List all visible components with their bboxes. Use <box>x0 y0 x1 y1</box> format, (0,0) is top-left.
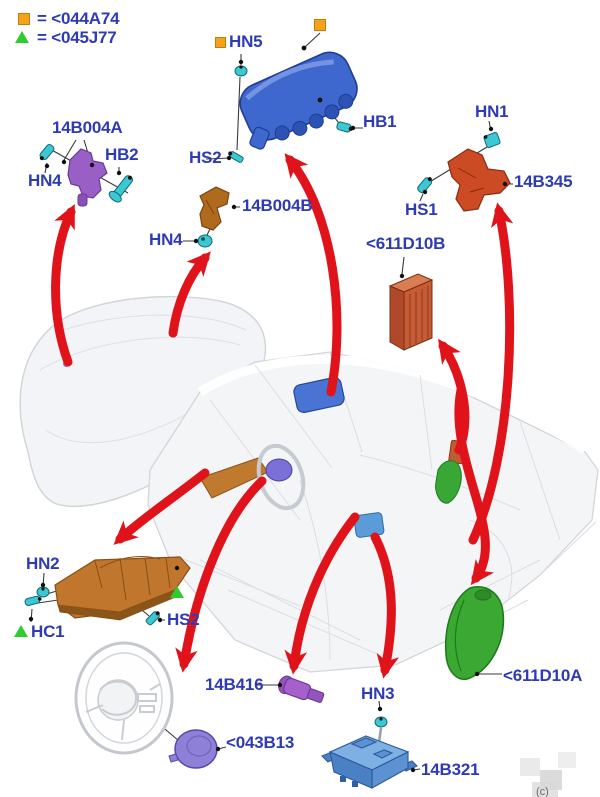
arrow-to-14b345 <box>468 202 515 545</box>
part-14b321 <box>321 735 418 789</box>
hc1-triangle-icon <box>14 625 28 637</box>
arrow-to-611d10a <box>454 385 495 586</box>
watermark-blur <box>558 752 576 768</box>
watermark-blur <box>520 758 540 776</box>
fasteners <box>24 65 501 728</box>
watermark-blur <box>532 782 558 797</box>
callout-611d10a: <611D10A <box>503 666 583 685</box>
steering-wheel-part <box>74 641 174 755</box>
callout-hn1: HN1 <box>475 102 509 121</box>
hn5-square-icon <box>215 37 226 48</box>
arrow-to-14b416 <box>284 512 360 675</box>
installed-driver-airbag <box>265 458 293 482</box>
callout-hn4-mid: HN4 <box>149 230 183 249</box>
hn5-nut-icon <box>234 65 248 77</box>
part-14b004b <box>199 186 230 231</box>
hs1-bolt-icon <box>417 177 433 194</box>
part-043b13 <box>168 729 218 769</box>
passenger-airbag-part <box>239 51 358 141</box>
arrow-to-passenger-airbag <box>284 153 342 397</box>
arrow-to-steering-wheel <box>175 476 267 673</box>
callout-hs2-bottom: HS2 <box>167 610 200 629</box>
hc1-bolt-icon <box>24 595 42 607</box>
hn3-nut-icon <box>374 716 388 728</box>
hn4-left-bolt-icon <box>39 144 55 161</box>
arrow-to-14b004a <box>51 204 76 367</box>
leader-dots <box>28 45 508 773</box>
green-triangle-icon <box>15 31 29 43</box>
callout-hb1: HB1 <box>363 112 397 131</box>
legend-green-label: = <045J77 <box>37 28 117 47</box>
callout-14b345: 14B345 <box>514 172 573 191</box>
callout-hn2: HN2 <box>26 554 60 573</box>
callout-611d10b: <611D10B <box>366 234 446 253</box>
callout-14b416: 14B416 <box>205 675 264 694</box>
hn4-mid-nut-icon <box>197 234 213 248</box>
arrow-to-hn4 <box>168 251 211 338</box>
legend-orange-label: = <044A74 <box>37 9 120 28</box>
callout-14b004b: 14B004B <box>242 196 313 215</box>
hn1-nut-icon <box>483 132 501 148</box>
arrow-to-knee-airbag <box>113 468 210 545</box>
installed-trim-a <box>435 460 462 504</box>
callout-hn3: HN3 <box>361 684 395 703</box>
part-14b345 <box>447 148 511 212</box>
arrow-to-14b321 <box>370 532 399 679</box>
callout-hb2: HB2 <box>105 145 139 164</box>
part-611d10a <box>444 586 505 680</box>
hb2-bolt-icon <box>108 175 134 203</box>
watermark-mark: (с) <box>536 786 549 797</box>
callout-14b321: 14B321 <box>421 760 480 779</box>
callout-hs1: HS1 <box>405 200 438 219</box>
hn2-nut-icon <box>36 586 50 598</box>
callout-14b004a: 14B004A <box>52 118 123 137</box>
airbag-square-icon <box>314 19 326 31</box>
callout-hc1: HC1 <box>31 622 65 641</box>
airbag-tab <box>249 126 270 150</box>
hs2-bottom-stud-icon <box>145 611 160 626</box>
hs2-top-stud-icon <box>228 151 244 163</box>
callout-hs2-top: HS2 <box>189 148 222 167</box>
callout-043b13: <043B13 <box>226 733 295 752</box>
red-arrows <box>51 153 515 679</box>
part-611d10b <box>388 273 434 351</box>
installed-rcm <box>353 512 385 538</box>
part-14b416 <box>278 675 325 703</box>
orange-square-icon <box>18 13 30 25</box>
part-14b004a <box>67 148 108 207</box>
callout-hn4-left: HN4 <box>28 171 62 190</box>
knee-triangle-icon <box>170 586 184 598</box>
callout-hn5: HN5 <box>229 32 263 51</box>
